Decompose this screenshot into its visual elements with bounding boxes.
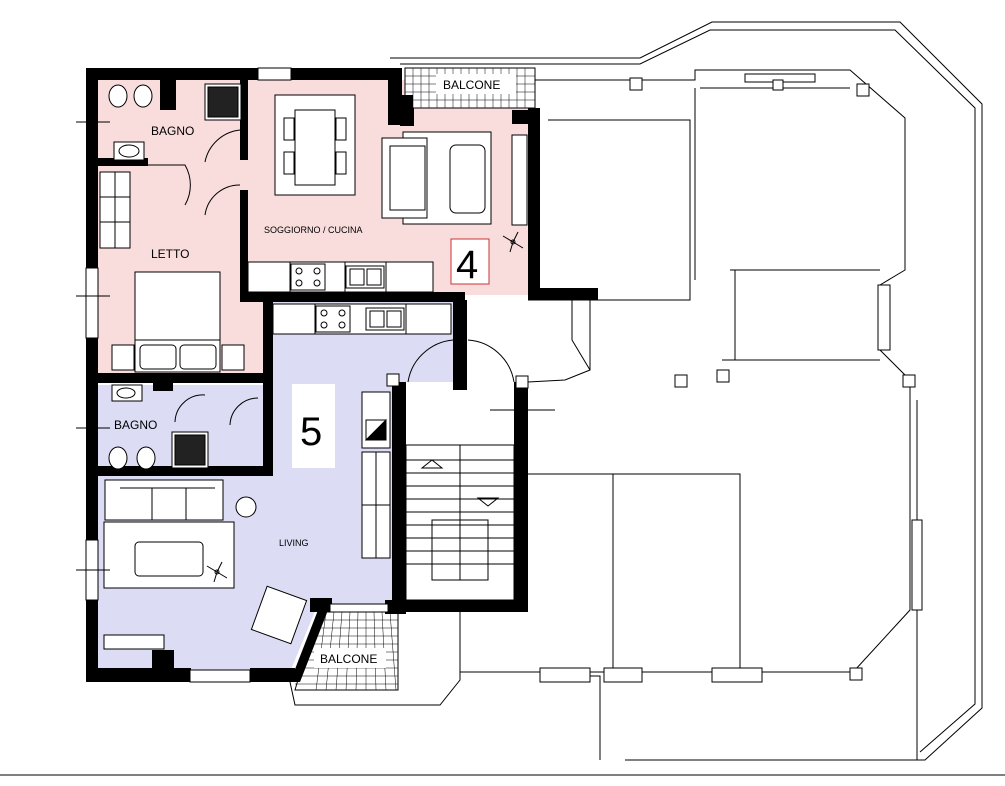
label-bagno-bottom: BAGNO: [114, 418, 157, 432]
neighbour-windows: [539, 73, 923, 683]
unit-4-number: 4: [456, 243, 478, 287]
unit-4-furniture: [99, 83, 528, 373]
staircase: [405, 339, 555, 601]
windows: [85, 67, 389, 683]
unit-5-furniture: [103, 303, 452, 650]
label-soggiorno-cucina: SOGGIORNO / CUCINA: [264, 225, 363, 235]
unit-4-box: [450, 238, 490, 285]
diagonal-wall: [290, 605, 330, 682]
tick-lines: [76, 121, 110, 571]
walls: [86, 68, 598, 682]
label-balcone-bottom: BALCONE: [320, 652, 377, 666]
column-markers: [386, 77, 916, 681]
unit-5-box: [292, 384, 335, 468]
balcony-top: [404, 67, 536, 109]
label-letto: LETTO: [151, 247, 189, 261]
balcony-bottom: [294, 611, 399, 691]
label-balcone-top: BALCONE: [443, 78, 500, 92]
label-bagno-top: BAGNO: [151, 124, 194, 138]
label-living: LIVING: [279, 538, 309, 548]
ceiling-fan-icon: [206, 231, 524, 583]
unit-5-number: 5: [300, 410, 322, 454]
